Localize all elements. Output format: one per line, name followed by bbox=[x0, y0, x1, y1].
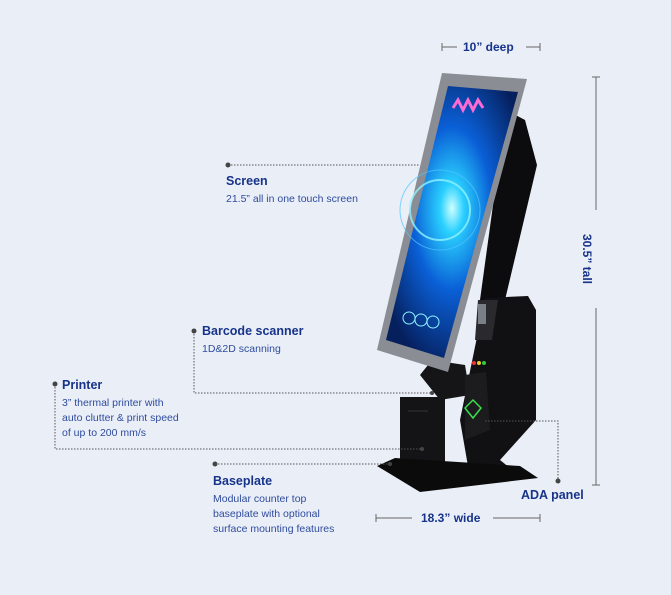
printer-leader-line bbox=[54, 384, 422, 450]
baseplate bbox=[377, 458, 538, 492]
baseplate-title: Baseplate bbox=[213, 474, 273, 488]
printer-unit bbox=[400, 397, 445, 469]
kiosk-product-image bbox=[377, 73, 538, 492]
ada-keypad bbox=[463, 398, 483, 420]
barcode-desc: 1D&2D scanning bbox=[202, 343, 281, 355]
baseplate-desc-line: Modular counter top bbox=[213, 493, 307, 505]
ada-panel-title: ADA panel bbox=[521, 488, 584, 502]
height-dimension: 30.5” tall bbox=[580, 233, 595, 285]
screen-title: Screen bbox=[226, 174, 268, 188]
baseplate-desc-line: surface mounting features bbox=[213, 523, 335, 535]
printer-desc-line: of up to 200 mm/s bbox=[62, 427, 147, 439]
printer-title: Printer bbox=[62, 378, 103, 392]
barcode-title: Barcode scanner bbox=[202, 324, 304, 338]
printer-desc-line: 3” thermal printer with bbox=[62, 397, 164, 409]
screen-desc: 21.5” all in one touch screen bbox=[226, 193, 358, 205]
printer-desc-line: auto clutter & print speed bbox=[62, 412, 179, 424]
dimension-lines bbox=[375, 43, 600, 522]
ada-leader-line bbox=[485, 420, 559, 480]
touch-screen bbox=[386, 86, 518, 358]
baseplate-desc: Modular counter top baseplate with optio… bbox=[213, 492, 334, 537]
printer-desc: 3” thermal printer with auto clutter & p… bbox=[62, 396, 179, 441]
depth-dimension: 10” deep bbox=[463, 40, 514, 54]
width-dimension: 18.3” wide bbox=[421, 511, 481, 525]
baseplate-desc-line: baseplate with optional bbox=[213, 508, 320, 520]
